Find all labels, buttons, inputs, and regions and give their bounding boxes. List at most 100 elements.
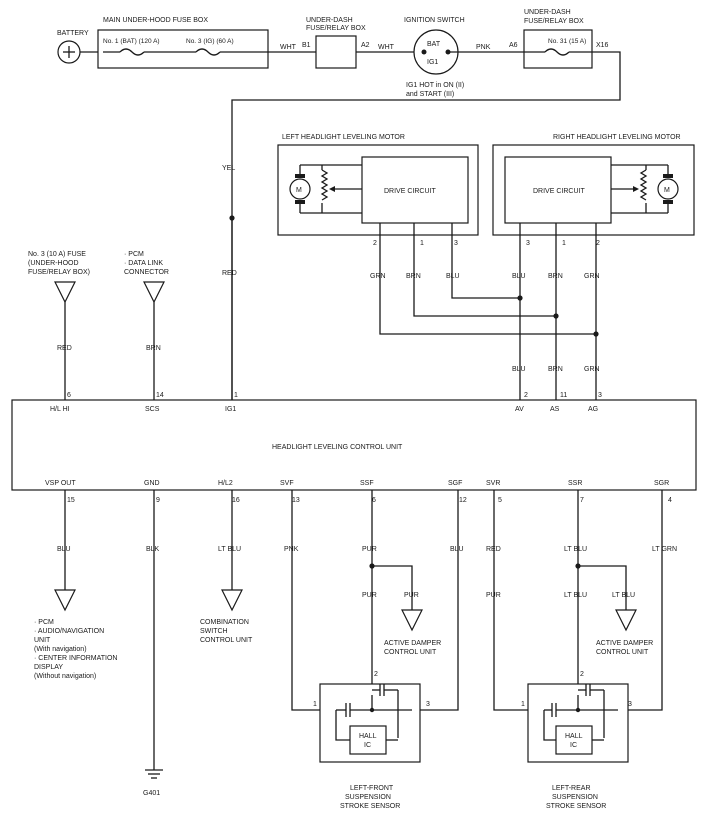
main-fuse-box-label: MAIN UNDER-HOOD FUSE BOX <box>103 17 208 24</box>
connector-triangle-icon <box>221 589 243 612</box>
connector-triangle-icon <box>54 589 76 612</box>
left-headlight-leveling-motor: LEFT HEADLIGHT LEVELING MOTOR DRIVE CIRC… <box>277 134 479 236</box>
svg-text:IG1: IG1 <box>225 406 236 413</box>
ignition-switch: IGNITION SWITCH BAT IG1 IG1 HOT in ON (I… <box>404 17 465 98</box>
connector-triangle-icon <box>143 281 165 304</box>
pcm-data-link-input: · PCM · DATA LINK CONNECTOR BRN <box>124 251 169 400</box>
svg-text:1: 1 <box>313 701 317 708</box>
svg-text:AG: AG <box>588 406 598 413</box>
svg-text:LT BLU: LT BLU <box>564 592 587 599</box>
svg-text:BLU: BLU <box>450 546 464 553</box>
left-rear-sensor-wiring: RED PUR LT BLU LT BLU LT BLU ACTIVE DAMP… <box>486 490 677 711</box>
svg-text:M: M <box>296 187 302 194</box>
right-headlight-leveling-motor: RIGHT HEADLIGHT LEVELING MOTOR DRIVE CIR… <box>492 134 695 236</box>
svg-text:CONNECTOR: CONNECTOR <box>124 269 169 276</box>
fuse1-symbol <box>119 48 145 56</box>
svg-text:RED: RED <box>486 546 501 553</box>
svg-text:SGR: SGR <box>654 480 669 487</box>
svg-text:BLU: BLU <box>57 546 71 553</box>
svg-text:PUR: PUR <box>362 592 377 599</box>
svg-text:BLU: BLU <box>512 366 526 373</box>
motor-right-icon <box>657 178 679 200</box>
svg-text:LEFT-REAR: LEFT-REAR <box>552 785 591 792</box>
svg-text:(With navigation): (With navigation) <box>34 646 87 653</box>
ig1-feed-wire <box>231 51 621 400</box>
bat-terminal: BAT <box>427 41 441 48</box>
svg-text:COMBINATION: COMBINATION <box>200 619 249 626</box>
svg-text:ACTIVE DAMPER: ACTIVE DAMPER <box>384 640 441 647</box>
battery: BATTERY <box>57 30 89 64</box>
svg-text:SUSPENSION: SUSPENSION <box>552 794 598 801</box>
svg-text:4: 4 <box>668 497 672 504</box>
svg-text:LT GRN: LT GRN <box>652 546 677 553</box>
motor-left-icon <box>289 178 311 200</box>
svg-text:2: 2 <box>373 240 377 247</box>
svg-text:No. 3 (10 A) FUSE: No. 3 (10 A) FUSE <box>28 251 86 258</box>
headlight-leveling-control-unit: HEADLIGHT LEVELING CONTROL UNIT 6 H/L HI… <box>11 392 697 504</box>
svg-text:1: 1 <box>420 240 424 247</box>
svg-text:1: 1 <box>562 240 566 247</box>
drive-circuit-left: DRIVE CIRCUIT <box>384 188 436 195</box>
svg-text:BLK: BLK <box>146 546 160 553</box>
svg-text:1: 1 <box>521 701 525 708</box>
svg-text:GRN: GRN <box>584 366 600 373</box>
fuse1-label: No. 1 (BAT) (120 A) <box>103 38 160 45</box>
control-unit-title: HEADLIGHT LEVELING CONTROL UNIT <box>272 444 403 451</box>
pin-x16: X16 <box>596 42 609 49</box>
main-fuse-box: MAIN UNDER-HOOD FUSE BOX No. 1 (BAT) (12… <box>97 17 269 69</box>
svg-text:BRN: BRN <box>548 273 563 280</box>
svg-text:H/L2: H/L2 <box>218 480 233 487</box>
svg-text:PUR: PUR <box>404 592 419 599</box>
svg-text:SVR: SVR <box>486 480 500 487</box>
combination-switch-output: LT BLU COMBINATION SWITCH CONTROL UNIT <box>200 490 253 644</box>
svg-text:(Without navigation): (Without navigation) <box>34 673 96 680</box>
svg-text:SSF: SSF <box>360 480 374 487</box>
svg-text:CONTROL UNIT: CONTROL UNIT <box>384 649 437 656</box>
svg-text:SCS: SCS <box>145 406 160 413</box>
svg-text:GND: GND <box>144 480 160 487</box>
svg-text:PNK: PNK <box>284 546 299 553</box>
svg-text:GRN: GRN <box>584 273 600 280</box>
svg-text:UNIT: UNIT <box>34 637 51 644</box>
svg-text:STROKE SENSOR: STROKE SENSOR <box>340 803 400 810</box>
svg-text:(UNDER-HOOD: (UNDER-HOOD <box>28 260 79 267</box>
svg-text:FUSE/RELAY BOX: FUSE/RELAY BOX <box>524 18 584 25</box>
svg-text:2: 2 <box>596 240 600 247</box>
potentiometer-left-icon <box>320 169 329 201</box>
svg-text:12: 12 <box>459 497 467 504</box>
fuse31-label: No. 31 (15 A) <box>548 38 586 45</box>
svg-text:LEFT-FRONT: LEFT-FRONT <box>350 785 394 792</box>
connector-triangle-icon <box>615 609 637 632</box>
svg-text:· DATA LINK: · DATA LINK <box>124 260 163 267</box>
wire-pnk: PNK <box>476 44 491 51</box>
fuse31-symbol <box>544 48 570 56</box>
svg-text:IGNITION SWITCH: IGNITION SWITCH <box>404 17 465 24</box>
svg-text:· PCM: · PCM <box>124 251 144 258</box>
hall-ic <box>349 725 387 755</box>
connector-triangle-icon <box>401 609 423 632</box>
svg-text:and START (III): and START (III) <box>406 91 454 98</box>
svg-text:6: 6 <box>372 497 376 504</box>
wire-wht-2: WHT <box>378 44 395 51</box>
fuse3-label: No. 3 (IG) (60 A) <box>186 38 234 45</box>
svg-text:3: 3 <box>598 392 602 399</box>
drive-circuit-right: DRIVE CIRCUIT <box>533 188 585 195</box>
svg-text:SGF: SGF <box>448 480 462 487</box>
svg-text:UNDER-DASH: UNDER-DASH <box>524 9 571 16</box>
svg-text:M: M <box>664 187 670 194</box>
motor-interconnect-wires <box>379 223 599 400</box>
svg-text:9: 9 <box>156 497 160 504</box>
svg-text:2: 2 <box>524 392 528 399</box>
svg-text:PUR: PUR <box>486 592 501 599</box>
left-front-suspension-stroke-sensor: 1 2 3 HALL IC LEFT-FRONT SUSPENSION STRO… <box>313 671 430 810</box>
svg-text:15: 15 <box>67 497 75 504</box>
svg-text:SSR: SSR <box>568 480 582 487</box>
pin-a2: A2 <box>361 42 370 49</box>
fuse-no3-input: No. 3 (10 A) FUSE (UNDER-HOOD FUSE/RELAY… <box>28 251 90 400</box>
svg-text:5: 5 <box>498 497 502 504</box>
svg-text:GRN: GRN <box>370 273 386 280</box>
svg-text:IC: IC <box>570 742 577 749</box>
svg-text:FUSE/RELAY BOX): FUSE/RELAY BOX) <box>28 269 90 276</box>
svg-text:HALL: HALL <box>359 733 377 740</box>
